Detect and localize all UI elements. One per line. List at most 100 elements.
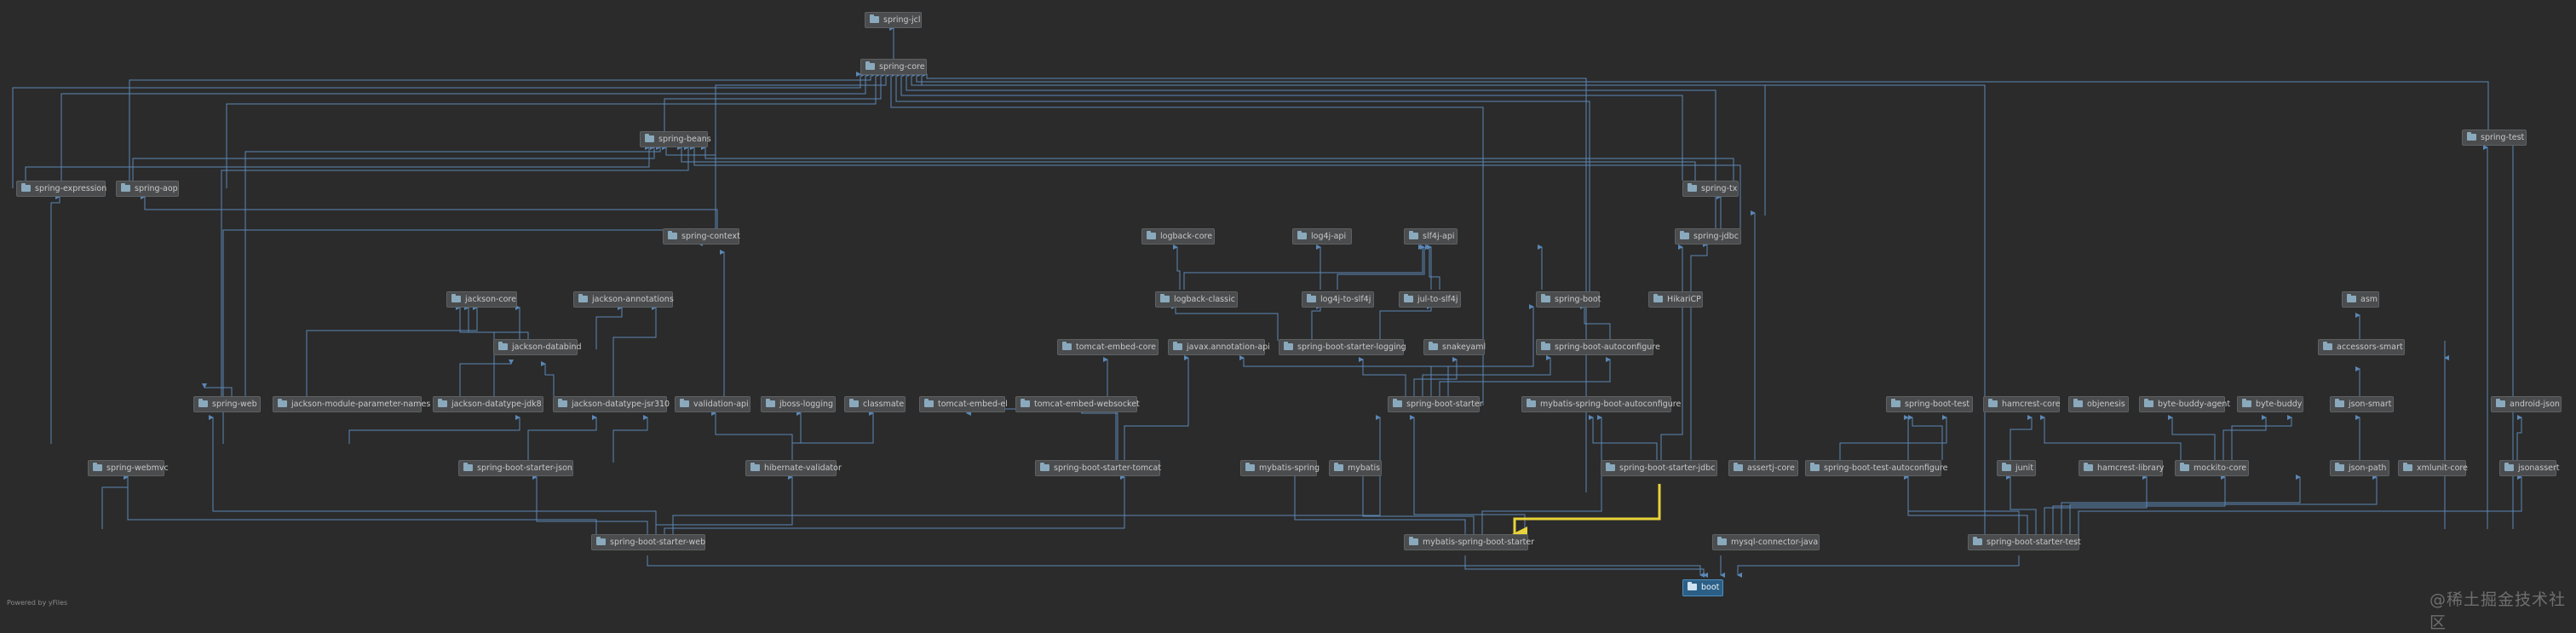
node-label: spring-boot-starter-json bbox=[477, 463, 572, 473]
node-hibernate-validator[interactable]: hibernate-validator bbox=[745, 460, 842, 476]
node-jackson-datatype-jdk8[interactable]: jackson-datatype-jdk8 bbox=[433, 396, 543, 412]
node-label: spring-boot-starter-web bbox=[610, 538, 706, 547]
node-spring-boot-test[interactable]: spring-boot-test bbox=[1886, 396, 1973, 412]
node-spring-boot-starter-web[interactable]: spring-boot-starter-web bbox=[591, 534, 705, 550]
node-spring-tx[interactable]: spring-tx bbox=[1682, 181, 1739, 197]
node-label: spring-boot-starter-tomcat bbox=[1054, 463, 1162, 473]
node-snakeyaml[interactable]: snakeyaml bbox=[1423, 339, 1486, 355]
module-folder-icon bbox=[1284, 342, 1293, 350]
module-folder-icon bbox=[1717, 537, 1727, 545]
node-label: spring-boot-starter-jdbc bbox=[1619, 463, 1716, 473]
node-logback-core[interactable]: logback-core bbox=[1141, 228, 1215, 245]
module-folder-icon bbox=[1988, 399, 1998, 407]
node-jackson-module-parameter-names[interactable]: jackson-module-parameter-names bbox=[273, 396, 430, 412]
node-spring-jcl[interactable]: spring-jcl bbox=[865, 12, 922, 28]
module-folder-icon bbox=[2144, 399, 2153, 407]
node-spring-boot-starter[interactable]: spring-boot-starter bbox=[1388, 396, 1483, 412]
module-folder-icon bbox=[558, 399, 567, 407]
node-boot-root[interactable]: boot bbox=[1682, 579, 1723, 596]
node-spring-webmvc[interactable]: spring-webmvc bbox=[88, 460, 169, 476]
node-spring-boot-starter-test[interactable]: spring-boot-starter-test bbox=[1968, 534, 2081, 550]
module-folder-icon bbox=[1404, 294, 1413, 302]
node-hamcrest-library[interactable]: hamcrest-library bbox=[2079, 460, 2165, 476]
node-log4j-to-slf4j[interactable]: log4j-to-slf4j bbox=[1302, 291, 1374, 308]
node-label: slf4j-api bbox=[1423, 232, 1455, 241]
node-label: android-json bbox=[2510, 400, 2560, 409]
node-objenesis[interactable]: objenesis bbox=[2068, 396, 2129, 412]
node-byte-buddy-agent[interactable]: byte-buddy-agent bbox=[2139, 396, 2230, 412]
node-mybatis-spring-boot-starter[interactable]: mybatis-spring-boot-starter bbox=[1404, 534, 1534, 550]
node-label: spring-boot-autoconfigure bbox=[1555, 342, 1660, 352]
node-validation-api[interactable]: validation-api bbox=[675, 396, 750, 412]
node-label: spring-boot-starter-logging bbox=[1297, 342, 1406, 352]
node-spring-beans[interactable]: spring-beans bbox=[640, 131, 711, 147]
node-label: hibernate-validator bbox=[764, 463, 842, 473]
node-spring-boot[interactable]: spring-boot bbox=[1536, 291, 1601, 308]
node-spring-boot-starter-logging[interactable]: spring-boot-starter-logging bbox=[1279, 339, 1406, 355]
node-log4j-api[interactable]: log4j-api bbox=[1292, 228, 1352, 245]
node-spring-boot-starter-jdbc[interactable]: spring-boot-starter-jdbc bbox=[1601, 460, 1717, 476]
node-label: mysql-connector-java bbox=[1731, 538, 1819, 547]
node-label: spring-expression bbox=[35, 184, 107, 193]
node-hamcrest-core[interactable]: hamcrest-core bbox=[1983, 396, 2061, 412]
node-spring-aop[interactable]: spring-aop bbox=[116, 181, 179, 197]
node-label: jboss-logging bbox=[779, 400, 834, 409]
module-folder-icon bbox=[451, 294, 461, 302]
node-spring-boot-starter-tomcat[interactable]: spring-boot-starter-tomcat bbox=[1035, 460, 1162, 476]
node-label: mybatis-spring-boot-starter bbox=[1423, 538, 1535, 547]
node-label: spring-web bbox=[212, 400, 257, 409]
module-folder-icon bbox=[1541, 342, 1550, 350]
node-label: validation-api bbox=[693, 400, 749, 409]
node-mybatis-spring[interactable]: mybatis-spring bbox=[1240, 460, 1320, 476]
module-folder-icon bbox=[2180, 463, 2189, 471]
node-assertj-core[interactable]: assertj-core bbox=[1728, 460, 1798, 476]
module-folder-icon bbox=[1334, 463, 1343, 471]
node-jboss-logging[interactable]: jboss-logging bbox=[761, 396, 836, 412]
node-logback-classic[interactable]: logback-classic bbox=[1155, 291, 1238, 308]
module-folder-icon bbox=[1810, 463, 1820, 471]
node-spring-boot-test-autoconfigure[interactable]: spring-boot-test-autoconfigure bbox=[1805, 460, 1948, 476]
node-label: log4j-api bbox=[1311, 232, 1347, 241]
node-accessors-smart[interactable]: accessors-smart bbox=[2318, 339, 2405, 355]
node-javax-annotation-api[interactable]: javax.annotation-api bbox=[1168, 339, 1270, 355]
node-label: jackson-module-parameter-names bbox=[291, 400, 431, 409]
node-label: json-path bbox=[2349, 463, 2387, 473]
node-jackson-core[interactable]: jackson-core bbox=[446, 291, 517, 308]
node-jackson-annotations[interactable]: jackson-annotations bbox=[573, 291, 674, 308]
node-byte-buddy[interactable]: byte-buddy bbox=[2237, 396, 2303, 412]
node-jsonassert[interactable]: jsonassert bbox=[2499, 460, 2560, 476]
node-xmlunit-core[interactable]: xmlunit-core bbox=[2398, 460, 2468, 476]
node-label: hamcrest-core bbox=[2002, 400, 2061, 409]
node-json-path[interactable]: json-path bbox=[2330, 460, 2389, 476]
node-spring-web[interactable]: spring-web bbox=[193, 396, 261, 412]
node-jackson-databind[interactable]: jackson-databind bbox=[493, 339, 582, 355]
module-folder-icon bbox=[1409, 231, 1418, 239]
node-label: logback-core bbox=[1160, 232, 1213, 241]
node-tomcat-embed-websocket[interactable]: tomcat-embed-websocket bbox=[1015, 396, 1140, 412]
node-tomcat-embed-el[interactable]: tomcat-embed-el bbox=[919, 396, 1008, 412]
module-folder-icon bbox=[121, 183, 130, 192]
node-spring-context[interactable]: spring-context bbox=[663, 228, 740, 245]
node-spring-jdbc[interactable]: spring-jdbc bbox=[1675, 228, 1741, 245]
node-jackson-datatype-jsr310[interactable]: jackson-datatype-jsr310 bbox=[553, 396, 670, 412]
node-mockito-core[interactable]: mockito-core bbox=[2175, 460, 2249, 476]
node-asm[interactable]: asm bbox=[2342, 291, 2379, 308]
node-spring-boot-autoconfigure[interactable]: spring-boot-autoconfigure bbox=[1536, 339, 1660, 355]
node-mybatis[interactable]: mybatis bbox=[1329, 460, 1382, 476]
node-jul-to-slf4j[interactable]: jul-to-slf4j bbox=[1399, 291, 1461, 308]
node-classmate[interactable]: classmate bbox=[844, 396, 906, 412]
node-spring-test[interactable]: spring-test bbox=[2462, 129, 2527, 146]
node-json-smart[interactable]: json-smart bbox=[2330, 396, 2394, 412]
module-folder-icon bbox=[2335, 399, 2344, 407]
module-folder-icon bbox=[750, 463, 760, 471]
node-spring-boot-starter-json[interactable]: spring-boot-starter-json bbox=[458, 460, 573, 476]
node-spring-core[interactable]: spring-core bbox=[860, 59, 927, 75]
node-junit[interactable]: junit bbox=[1997, 460, 2036, 476]
node-mysql-connector-java[interactable]: mysql-connector-java bbox=[1712, 534, 1820, 550]
node-spring-expression[interactable]: spring-expression bbox=[16, 181, 106, 197]
node-tomcat-embed-core[interactable]: tomcat-embed-core bbox=[1057, 339, 1159, 355]
node-android-json[interactable]: android-json bbox=[2491, 396, 2562, 412]
node-mybatis-spring-boot-autoconfigure[interactable]: mybatis-spring-boot-autoconfigure bbox=[1521, 396, 1681, 412]
node-slf4j-api[interactable]: slf4j-api bbox=[1404, 228, 1458, 245]
node-hikaricp[interactable]: HikariCP bbox=[1648, 291, 1703, 308]
